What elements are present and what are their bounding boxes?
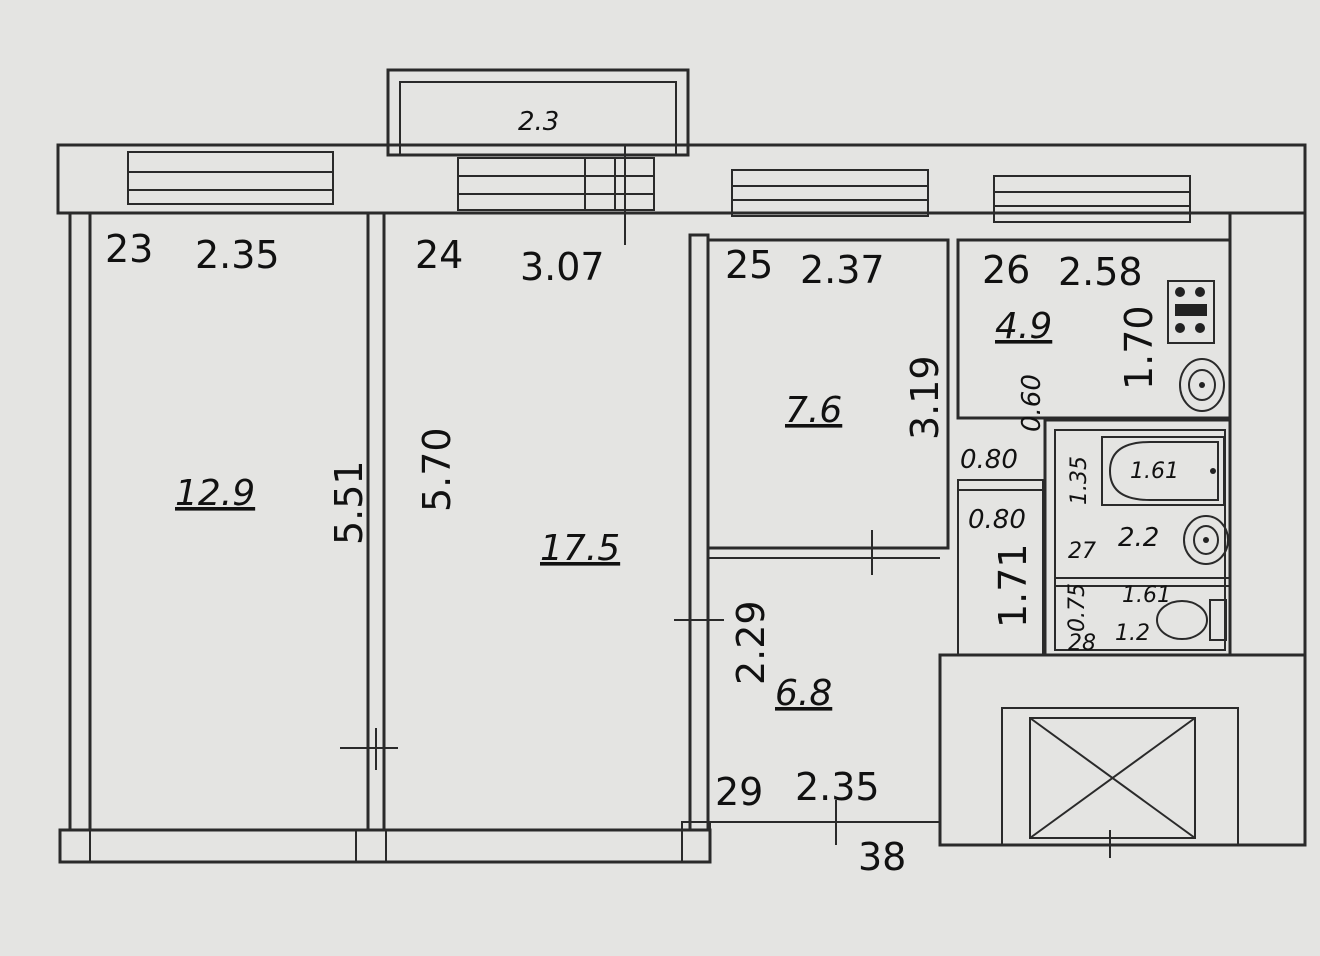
walls <box>56 68 1307 864</box>
room-23-area: 12.9 <box>175 473 255 514</box>
room-26-number: 26 <box>982 248 1030 292</box>
fixtures <box>1101 280 1229 641</box>
room-29-number: 29 <box>715 770 763 814</box>
washbasin-icon <box>1183 515 1229 565</box>
room-27-number: 27 <box>1068 539 1096 564</box>
room-27-width: 1.61 <box>1130 459 1179 484</box>
room-26-extra: 0.60 <box>1017 374 1047 432</box>
room-25-width: 2.37 <box>800 248 885 292</box>
room-26-length: 1.70 <box>1117 305 1161 390</box>
stove-icon <box>1167 280 1215 344</box>
stair-number: 38 <box>858 835 906 879</box>
room-28-area: 1.2 <box>1115 621 1150 646</box>
sink-icon <box>1179 358 1225 412</box>
shaft <box>938 653 1307 847</box>
exterior-wall-left <box>68 211 92 832</box>
room-27-area: 2.2 <box>1118 523 1159 553</box>
room-29-area: 6.8 <box>775 673 832 714</box>
exterior-wall-right <box>1228 211 1307 657</box>
room-23-number: 23 <box>105 227 153 271</box>
balcony-area: 2.3 <box>518 107 559 137</box>
windows <box>127 151 1191 223</box>
room-28-length: 0.75 <box>1065 583 1090 632</box>
room-26-width: 2.58 <box>1058 250 1143 294</box>
partition-23-24 <box>366 211 386 832</box>
dim-080-a: 0.80 <box>960 445 1018 475</box>
room-24-length: 5.70 <box>415 427 459 512</box>
partition-24-25 <box>688 233 710 832</box>
room-23-width: 2.35 <box>195 233 280 277</box>
dim-171: 1.71 <box>991 543 1035 628</box>
room-24-number: 24 <box>415 233 463 277</box>
bathtub-icon <box>1101 436 1225 506</box>
room-23-length: 5.51 <box>327 460 371 545</box>
labels: 2.3 23 2.35 12.9 5.51 24 3.07 5.70 17.5 … <box>105 107 1179 879</box>
room-29-width: 2.35 <box>795 765 880 809</box>
room-24-area: 17.5 <box>540 528 620 569</box>
toilet-icon <box>1156 599 1227 641</box>
room-24-width: 3.07 <box>520 245 605 289</box>
room-27-length: 1.35 <box>1067 456 1092 505</box>
room-28-width: 1.61 <box>1122 583 1171 608</box>
dim-080-b: 0.80 <box>968 505 1026 535</box>
room-25-outline <box>706 238 950 550</box>
room-25-area: 7.6 <box>785 390 842 431</box>
room-26-area: 4.9 <box>995 306 1052 347</box>
room-29-length: 2.29 <box>729 600 773 685</box>
room-28-number: 28 <box>1068 631 1096 656</box>
room-25-number: 25 <box>725 243 773 287</box>
exterior-wall-top <box>56 143 1307 215</box>
room-25-length: 3.19 <box>903 355 947 440</box>
